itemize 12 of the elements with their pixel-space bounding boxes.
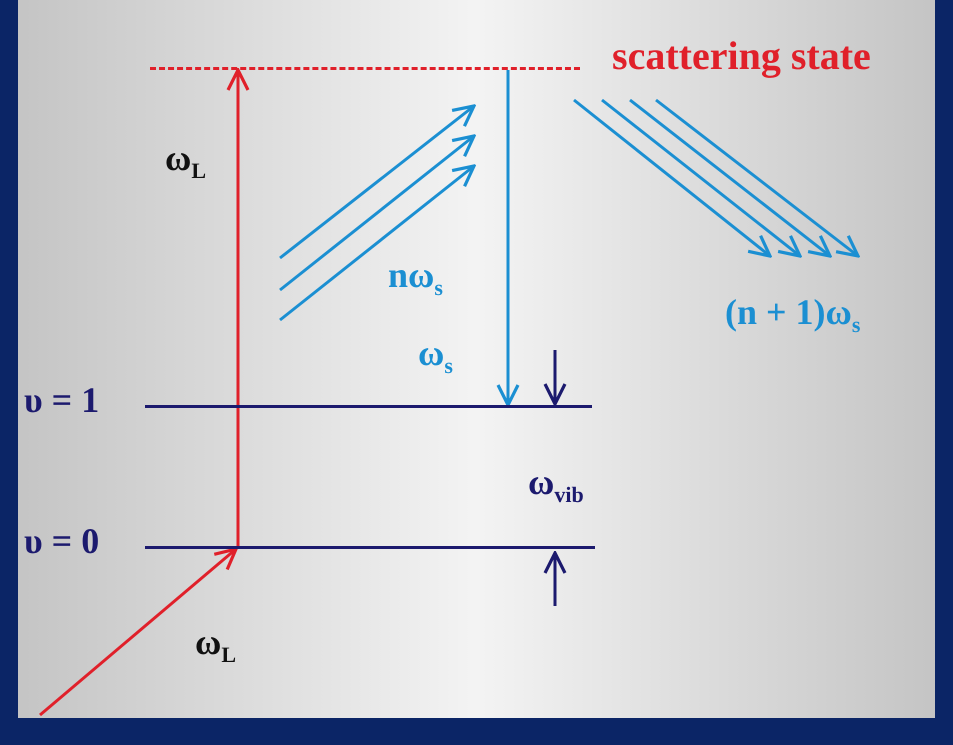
level-label: υ = 0 [24,521,100,561]
arrow [39,547,238,716]
edge-label: ω$_{L}$ [165,138,206,185]
dimension-label: ω$_{vib}$ [528,462,584,509]
annotation-label: nω$_{s}$ [388,255,443,302]
arrow [226,68,250,546]
arrow [496,70,520,407]
edge-label: ω$_{L}$ [195,622,236,669]
level-label: scattering state [612,36,871,76]
edge-label: ω$_{s}$ [418,333,453,380]
level-label: υ = 1 [24,380,100,420]
annotation-label: (n + 1)ω$_{s}$ [725,292,860,339]
